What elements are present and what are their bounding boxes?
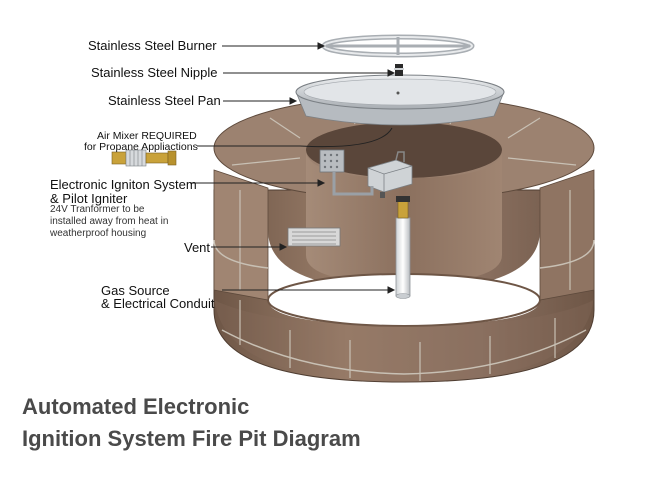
vent <box>287 227 341 247</box>
label-transformer-line3: weatherproof housing <box>50 228 147 239</box>
label-vent: Vent <box>184 240 211 255</box>
label-gas-line2: & Electrical Conduit <box>101 296 215 311</box>
ignition-control-box <box>367 151 413 198</box>
label-air-mixer-line2: for Propane Appliactions <box>84 141 198 153</box>
label-transformer-line1: 24V Tranformer to be <box>50 204 145 215</box>
gas-conduit <box>395 196 411 299</box>
label-gas-line1: Gas Source <box>101 283 170 298</box>
label-pan: Stainless Steel Pan <box>108 93 221 108</box>
leader-lines <box>190 42 396 294</box>
label-transformer-line2: installed away from heat in <box>50 216 169 227</box>
air-mixer <box>111 149 177 167</box>
stainless-steel-pan <box>295 74 505 126</box>
label-burner: Stainless Steel Burner <box>88 38 217 53</box>
label-air-mixer-line1: Air Mixer REQUIRED <box>97 130 197 142</box>
label-ignition-line2: & Pilot Igniter <box>50 191 128 206</box>
stainless-steel-nipple <box>394 64 404 76</box>
caption-line1: Automated Electronic <box>22 394 250 419</box>
label-ignition-line1: Electronic Igniton System <box>50 177 197 192</box>
stainless-steel-burner <box>321 34 475 58</box>
caption-line2: Ignition System Fire Pit Diagram <box>22 426 361 451</box>
fire-pit-wall <box>213 95 595 383</box>
label-nipple: Stainless Steel Nipple <box>91 65 218 80</box>
pilot-igniter <box>319 149 374 196</box>
